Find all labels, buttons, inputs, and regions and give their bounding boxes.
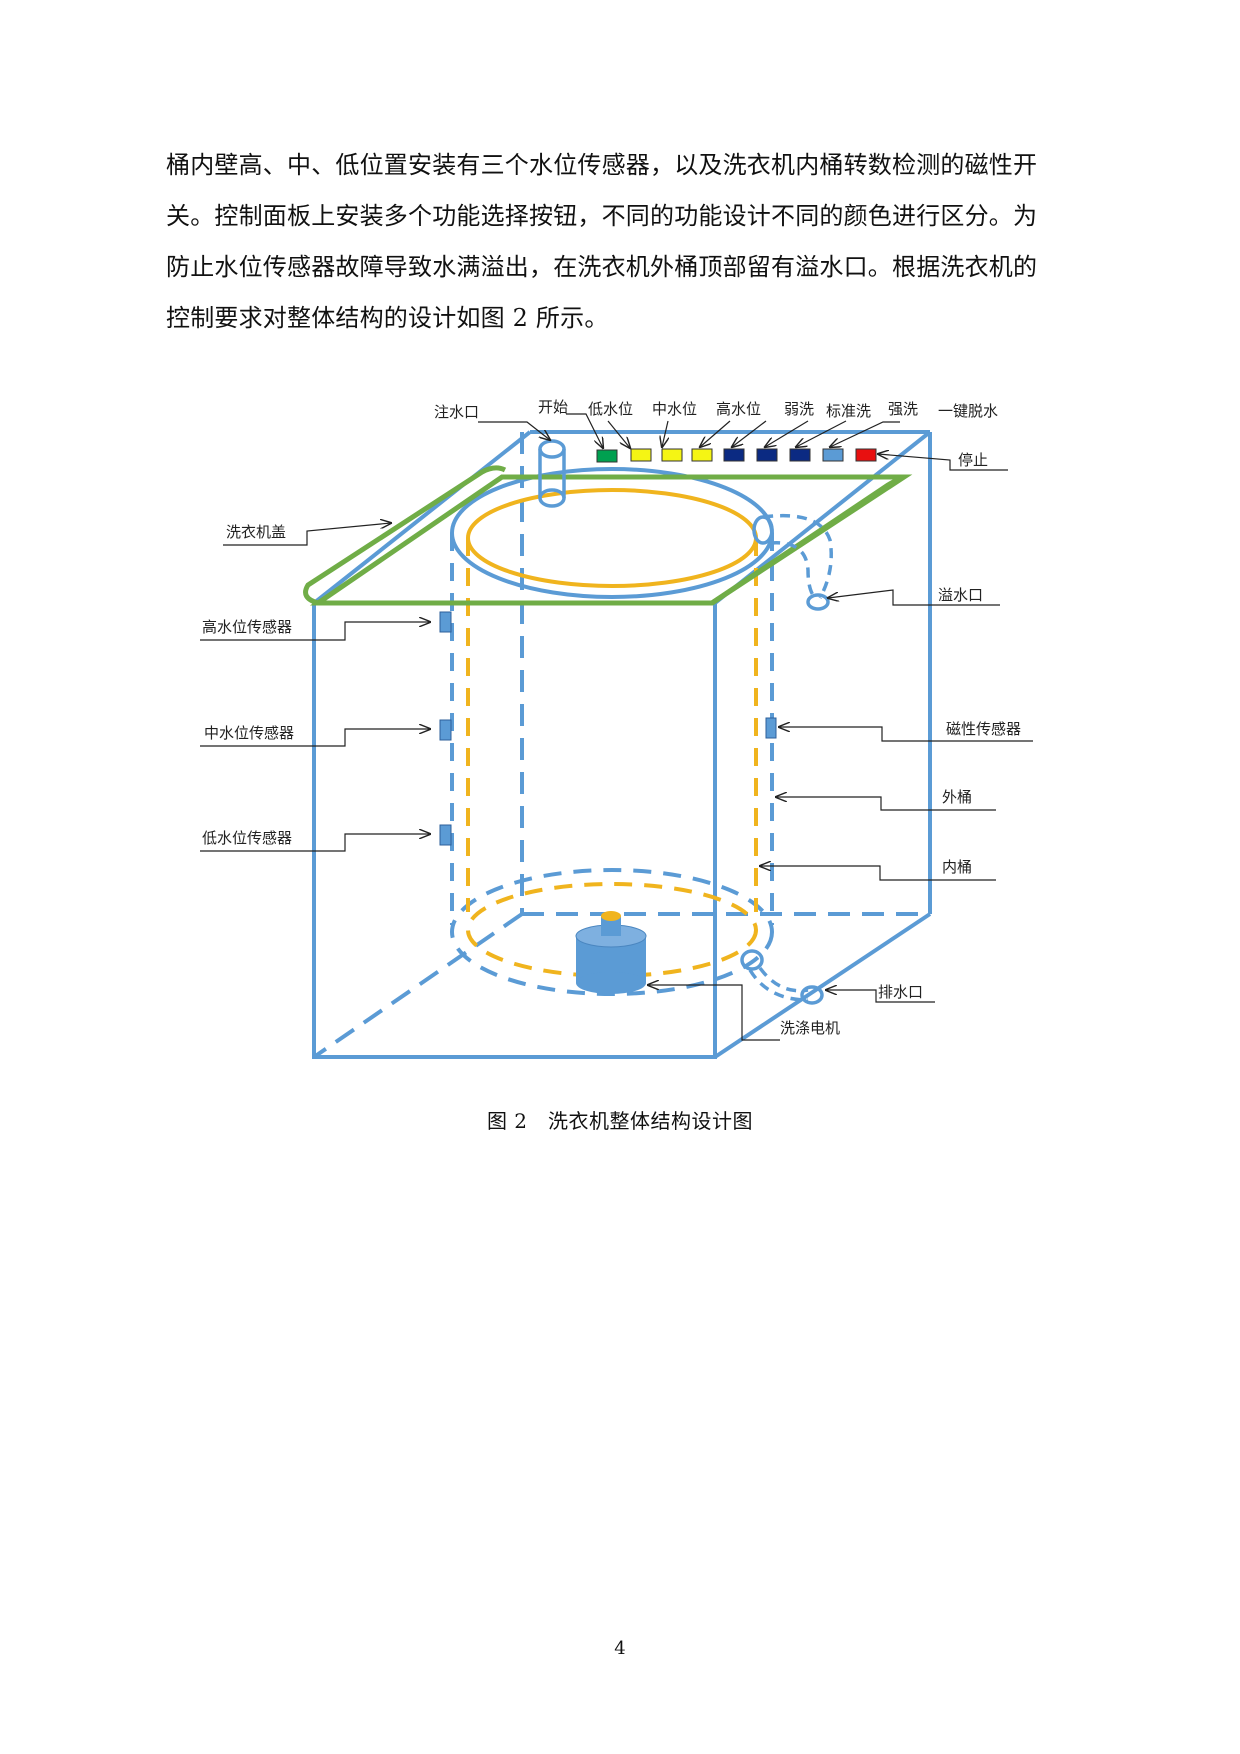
label-mid-sensor: 中水位传感器 — [204, 724, 294, 742]
mid-level-button[interactable] — [661, 448, 683, 462]
start-button[interactable] — [596, 449, 618, 463]
label-magnetic-sensor: 磁性传感器 — [946, 720, 1021, 738]
drain-pipe — [740, 949, 824, 1005]
low-level-button[interactable] — [630, 448, 652, 462]
high-level-button[interactable] — [691, 448, 713, 462]
label-start: 开始 — [538, 398, 568, 416]
label-lid: 洗衣机盖 — [226, 523, 286, 541]
label-water-inlet: 注水口 — [434, 403, 479, 421]
figure-caption: 图 2 洗衣机整体结构设计图 — [486, 1109, 754, 1133]
label-inner-tub: 内桶 — [942, 858, 972, 876]
weak-wash-button[interactable] — [723, 448, 745, 462]
label-weak-wash: 弱洗 — [784, 400, 814, 418]
label-low-sensor: 低水位传感器 — [202, 829, 292, 847]
page-number: 4 — [614, 1638, 626, 1659]
magnetic-sensor — [765, 717, 777, 739]
leader-lines — [200, 413, 1033, 1041]
label-drain: 排水口 — [878, 983, 923, 1001]
low-water-sensor — [439, 824, 452, 846]
label-spin-dry: 一键脱水 — [938, 402, 998, 420]
paragraph-line: 防止水位传感器故障导致水满溢出，在洗衣机外桶顶部留有溢水口。根据洗衣机的 — [166, 253, 1038, 281]
spin-dry-button[interactable] — [822, 448, 844, 462]
paragraph-line: 控制要求对整体结构的设计如图 2 所示。 — [166, 304, 609, 332]
label-motor: 洗涤电机 — [780, 1019, 840, 1037]
inner-tub — [466, 488, 758, 978]
mid-water-sensor — [439, 719, 452, 741]
paragraph-line: 桶内壁高、中、低位置安装有三个水位传感器，以及洗衣机内桶转数检测的磁性开 — [166, 151, 1038, 179]
label-high-level: 高水位 — [716, 400, 761, 418]
label-stop: 停止 — [958, 451, 988, 469]
wash-motor — [575, 911, 647, 994]
standard-wash-button[interactable] — [756, 448, 778, 462]
label-strong-wash: 强洗 — [888, 400, 918, 418]
washing-machine-lid — [303, 465, 913, 606]
high-water-sensor — [439, 611, 452, 633]
stop-button[interactable] — [855, 448, 877, 462]
label-outer-tub: 外桶 — [942, 788, 972, 806]
label-mid-level: 中水位 — [652, 400, 697, 418]
label-overflow: 溢水口 — [938, 586, 983, 604]
control-panel-buttons — [596, 448, 877, 463]
label-standard-wash: 标准洗 — [826, 402, 871, 420]
strong-wash-button[interactable] — [789, 448, 811, 462]
label-high-sensor: 高水位传感器 — [202, 618, 292, 636]
overflow-pipe — [752, 513, 833, 611]
paragraph-line: 关。控制面板上安装多个功能选择按钮，不同的功能设计不同的颜色进行区分。为 — [166, 202, 1038, 230]
label-low-level: 低水位 — [588, 400, 633, 418]
body-paragraph: 桶内壁高、中、低位置安装有三个水位传感器，以及洗衣机内桶转数检测的磁性开 关。控… — [166, 140, 1076, 344]
